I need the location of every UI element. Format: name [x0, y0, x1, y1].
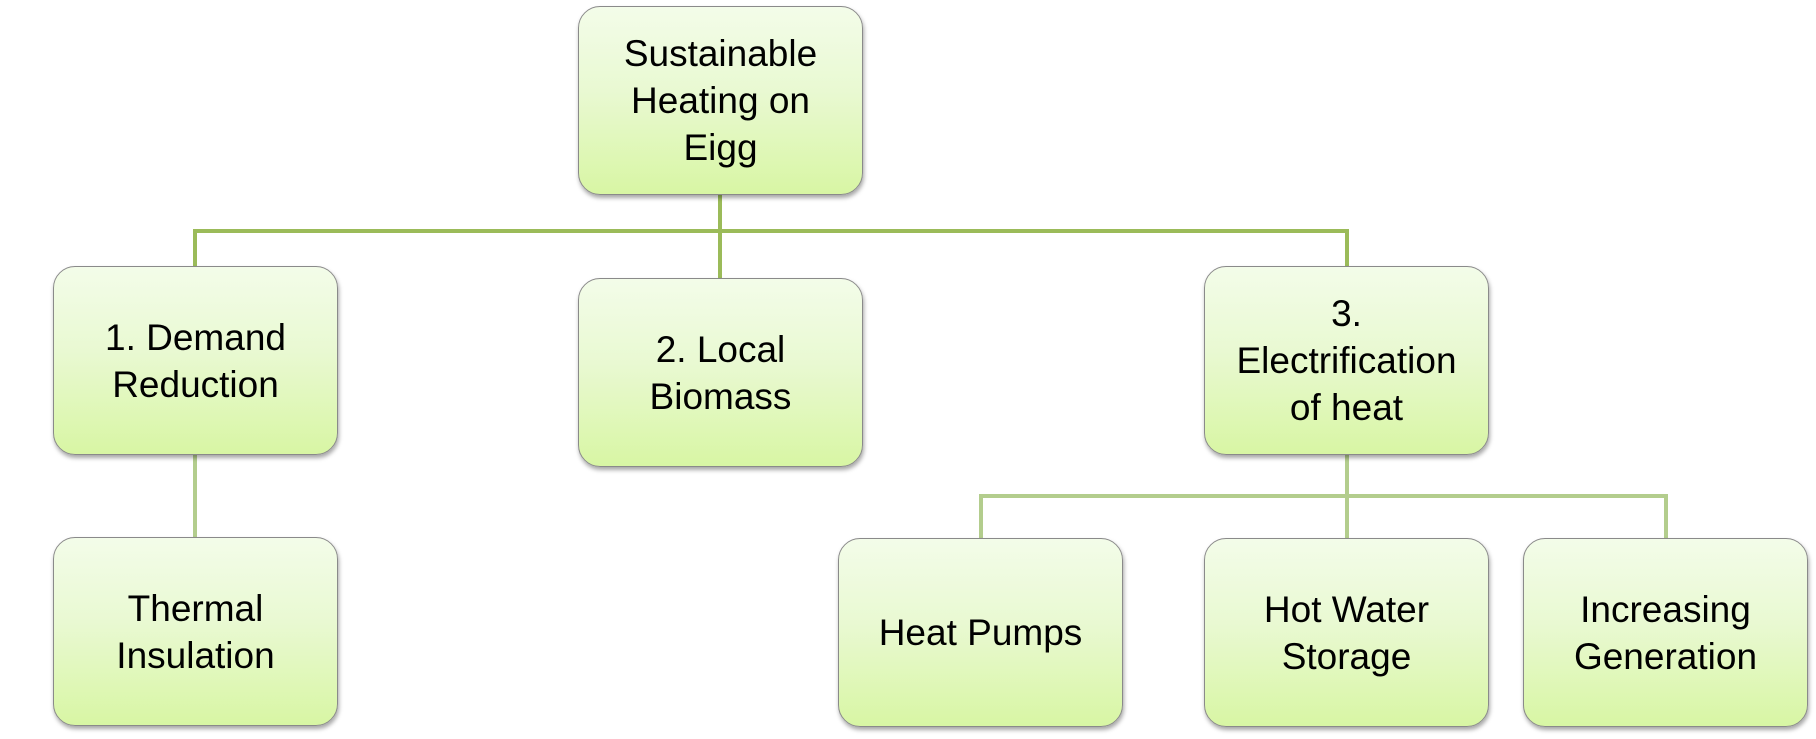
node-hot-water-storage: Hot Water Storage — [1204, 538, 1489, 727]
node-heat-pumps-label: Heat Pumps — [878, 612, 1083, 653]
node-local-biomass-label: 2. Local Biomass — [649, 328, 792, 417]
node-hot-water-storage-label: Hot Water Storage — [1263, 588, 1430, 677]
node-increasing-generation: Increasing Generation — [1523, 538, 1808, 727]
node-electrification: 3. Electrification of heat — [1204, 266, 1489, 455]
node-increasing-generation-label: Increasing Generation — [1573, 588, 1758, 677]
node-local-biomass: 2. Local Biomass — [578, 278, 863, 467]
node-electrification-label: 3. Electrification of heat — [1236, 293, 1457, 428]
node-thermal-insulation: Thermal Insulation — [53, 537, 338, 726]
node-root: Sustainable Heating on Eigg — [578, 6, 863, 195]
node-root-label: Sustainable Heating on Eigg — [623, 33, 818, 168]
node-thermal-insulation-label: Thermal Insulation — [116, 587, 275, 676]
node-demand-reduction-label: 1. Demand Reduction — [105, 316, 286, 405]
node-demand-reduction: 1. Demand Reduction — [53, 266, 338, 455]
node-heat-pumps: Heat Pumps — [838, 538, 1123, 727]
